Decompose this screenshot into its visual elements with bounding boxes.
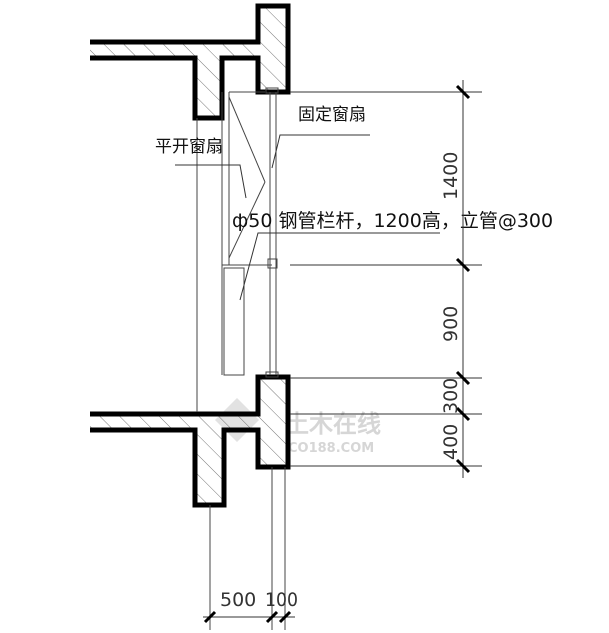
bottom-frame-block bbox=[265, 371, 279, 378]
dim-300: 300 bbox=[440, 378, 462, 414]
casement-swing-line bbox=[228, 96, 266, 183]
dimension-tick bbox=[455, 370, 471, 386]
dimension-tick bbox=[278, 610, 292, 624]
top-slab-outline bbox=[90, 3, 291, 121]
lower-panel bbox=[223, 267, 245, 376]
top-slab-and-beam bbox=[90, 3, 291, 121]
leader-lines bbox=[175, 134, 440, 301]
transom-block bbox=[267, 258, 278, 269]
top-frame-block bbox=[265, 87, 279, 94]
watermark-text: 土木在线 bbox=[285, 410, 381, 438]
fixed-sash-label: 固定窗扇 bbox=[298, 105, 366, 125]
dim-1400: 1400 bbox=[440, 152, 462, 200]
dimension-tick bbox=[455, 406, 471, 422]
dimension-tick bbox=[455, 257, 471, 273]
casement-swing-line bbox=[228, 181, 266, 259]
railing-label: ф50 钢管栏杆，1200高，立管@300 bbox=[232, 210, 553, 232]
dimension-tick bbox=[265, 610, 279, 624]
dimension-tick bbox=[455, 84, 471, 100]
casement-sash-label: 平开窗扇 bbox=[155, 137, 223, 157]
dim-900: 900 bbox=[440, 306, 462, 342]
dim-500: 500 bbox=[220, 589, 256, 611]
fixed-sash-leader bbox=[271, 134, 370, 169]
dim-400: 400 bbox=[440, 424, 462, 460]
watermark-url: CO188.COM bbox=[288, 441, 374, 456]
bottom-slab-outline bbox=[90, 374, 291, 508]
vertical-dimension bbox=[290, 80, 482, 478]
railing-leader bbox=[239, 232, 440, 301]
bottom-slab-and-beam bbox=[90, 374, 291, 508]
dim-100: 100 bbox=[265, 589, 298, 611]
casement-sash-leader bbox=[175, 164, 247, 199]
dimension-tick bbox=[203, 610, 217, 624]
horizontal-dimension bbox=[203, 610, 295, 624]
dimension-tick bbox=[455, 458, 471, 474]
